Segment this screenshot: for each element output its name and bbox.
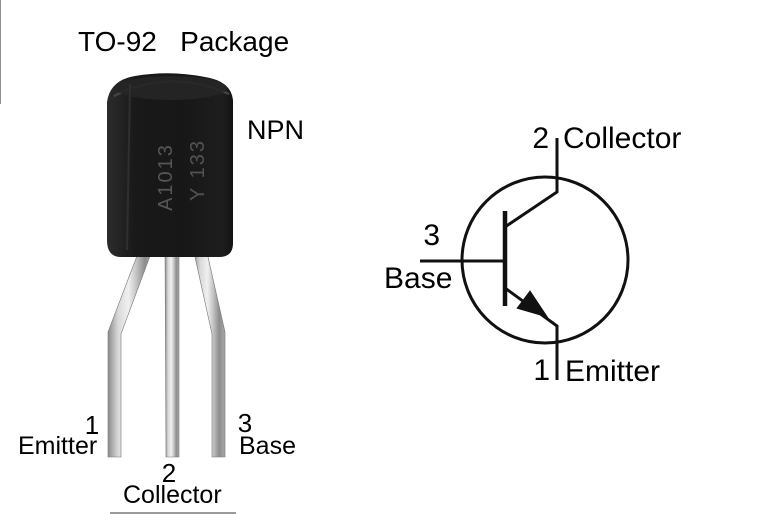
schematic-pin2-name: Collector (563, 122, 682, 155)
photo-pin3-name: Base (239, 432, 296, 460)
leg-collector (164, 247, 180, 458)
schematic-pin3-number: 3 (423, 219, 440, 252)
edge-artifact-bottom (110, 512, 236, 514)
package-title: TO-92 Package (78, 26, 290, 57)
leg-emitter (107, 247, 154, 458)
package-side-seam (126, 83, 131, 251)
transistor-photo: A1013 Y 133 (107, 73, 233, 458)
photo-pin2-number: 2 (161, 458, 177, 488)
schematic-pin1-number: 1 (533, 354, 550, 387)
npn-schematic-symbol (420, 138, 630, 380)
schematic-pin2-number: 2 (532, 122, 549, 155)
edge-artifact-left (0, 0, 1, 104)
package-marking-line1: A1013 (155, 143, 177, 211)
leg-base (192, 247, 226, 458)
photo-pin3-number: 3 (237, 408, 253, 438)
transistor-type-label: NPN (247, 115, 305, 145)
schematic-pin3-name: Base (384, 262, 453, 295)
package-body (107, 73, 233, 257)
schematic-pin1-name: Emitter (565, 355, 661, 388)
package-top-face (115, 76, 227, 100)
photo-pin2-name: Collector (123, 481, 222, 509)
photo-pin1-number: 1 (84, 410, 100, 440)
package-marking-line2: Y 133 (187, 139, 209, 201)
symbol-collector-lead (504, 138, 559, 229)
photo-pin1-name: Emitter (18, 432, 98, 460)
symbol-emitter-arrowhead (516, 290, 549, 318)
